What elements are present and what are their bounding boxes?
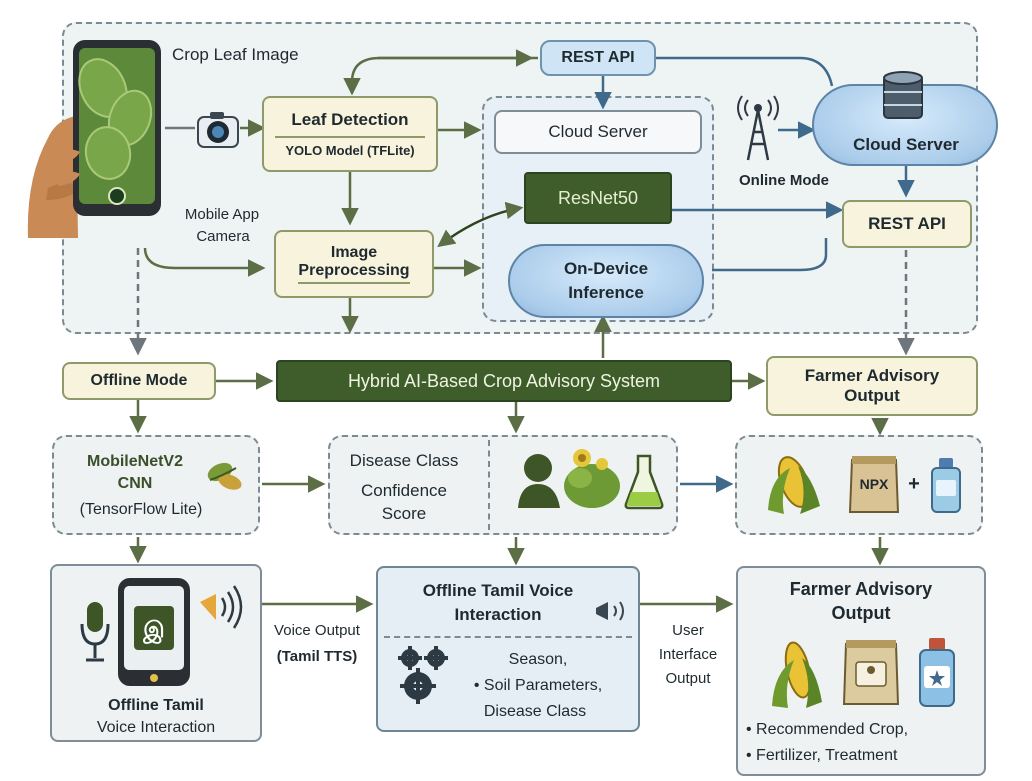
bottle-bottom-icon <box>919 638 955 707</box>
confidence-line2: Score <box>381 504 427 523</box>
speaker-icon <box>200 585 243 629</box>
plant-icon <box>564 449 620 508</box>
plus-sign: + <box>908 473 920 495</box>
fertilizer-bag-bottom-icon <box>842 640 900 705</box>
offline-mode-box: Offline Mode <box>62 362 216 400</box>
offline-tamil-center-line1: Offline Tamil Voice <box>422 581 574 600</box>
ui-output-line3: Output <box>665 670 711 687</box>
farmer-advisory-top-line2: Output <box>844 386 900 405</box>
flask-icon <box>624 454 664 510</box>
confidence-line1: Confidence <box>360 481 447 500</box>
resnet50-box: ResNet50 <box>524 172 672 224</box>
offline-tamil-center-panel <box>376 566 640 732</box>
leaf-detection-title: Leaf Detection <box>275 110 425 138</box>
corn-bottom-icon <box>772 641 822 708</box>
farmer-advisory-top-box: Farmer Advisory Output <box>766 356 978 416</box>
camera-label: Camera <box>196 228 250 245</box>
center-divider <box>384 636 632 638</box>
resnet50-label: ResNet50 <box>557 187 639 208</box>
database-icon <box>883 71 923 119</box>
leaf-detection-box: Leaf Detection YOLO Model (TFLite) <box>262 96 438 172</box>
ui-output-line2: Interface <box>658 646 718 663</box>
offline-mode-label: Offline Mode <box>90 372 188 389</box>
image-preprocessing-line1: Image <box>330 244 378 261</box>
ui-output-line1: User <box>672 622 704 639</box>
npk-bag-label: NPX <box>859 476 889 492</box>
farmer-advisory-top-line1: Farmer Advisory <box>804 366 940 385</box>
tamil-tts-label: (Tamil TTS) <box>276 648 358 665</box>
mobilenet-line3: (TensorFlow Lite) <box>79 501 203 518</box>
cloud-server-right-label: Cloud Server <box>853 135 959 154</box>
season-label: Season, <box>508 651 568 668</box>
cloud-server-inner-label: Cloud Server <box>548 122 648 141</box>
disease-divider <box>488 440 490 530</box>
corn-icon <box>768 456 820 514</box>
rest-api-top-label: REST API <box>561 49 635 66</box>
on-device-line2: Inference <box>568 283 644 302</box>
rest-api-right-box: REST API <box>842 200 972 248</box>
yolo-model-label: YOLO Model (TFLite) <box>285 143 415 158</box>
person-silhouette-icon <box>518 454 560 508</box>
crop-leaf-image-label: Crop Leaf Image <box>172 45 299 64</box>
fertilizer-treatment-label: • Fertilizer, Treatment <box>746 747 898 764</box>
image-preprocessing-box: Image Preprocessing <box>274 230 434 298</box>
phone-in-hand-icon <box>27 40 161 238</box>
disease-class-label: Disease Class <box>349 451 459 470</box>
tamil-phone-icon <box>118 578 190 686</box>
antenna-tower-icon <box>737 95 779 161</box>
rest-api-top-box: REST API <box>540 40 656 76</box>
soil-params-label: • Soil Parameters, <box>473 677 603 694</box>
gears-icon <box>398 646 448 704</box>
mobilenet-line2: CNN <box>117 475 153 492</box>
disease-class-bottom-label: Disease Class <box>483 703 587 720</box>
on-device-inference-cloud <box>508 244 704 318</box>
online-mode-label: Online Mode <box>739 172 829 189</box>
offline-tamil-left-line2: Voice Interaction <box>96 719 216 736</box>
microphone-icon <box>80 602 110 662</box>
voice-output-label: Voice Output <box>274 622 360 639</box>
recommended-crop-label: • Recommended Crop, <box>746 721 909 738</box>
image-preprocessing-line2: Preprocessing <box>298 262 410 284</box>
hybrid-system-label: Hybrid AI-Based Crop Advisory System <box>347 370 661 391</box>
rest-api-right-label: REST API <box>868 214 946 233</box>
offline-tamil-center-line2: Interaction <box>454 605 542 624</box>
camera-icon <box>197 112 239 148</box>
farmer-advisory-bottom-line2: Output <box>831 603 891 623</box>
mobile-app-label: Mobile App <box>184 206 260 223</box>
bottle-icon <box>931 458 961 513</box>
farmer-advisory-bottom-line1: Farmer Advisory <box>789 579 933 599</box>
on-device-line1: On-Device <box>563 259 649 278</box>
cloud-server-inner-box: Cloud Server <box>494 110 702 154</box>
tamil-glyph: இ <box>143 617 165 642</box>
leaf-icon <box>207 462 242 490</box>
hybrid-system-banner: Hybrid AI-Based Crop Advisory System <box>276 360 732 402</box>
mobilenet-line1: MobileNetV2 <box>86 453 183 470</box>
fertilizer-bag-icon <box>848 456 900 513</box>
offline-tamil-left-line1: Offline Tamil <box>108 697 204 714</box>
megaphone-icon <box>596 601 624 621</box>
